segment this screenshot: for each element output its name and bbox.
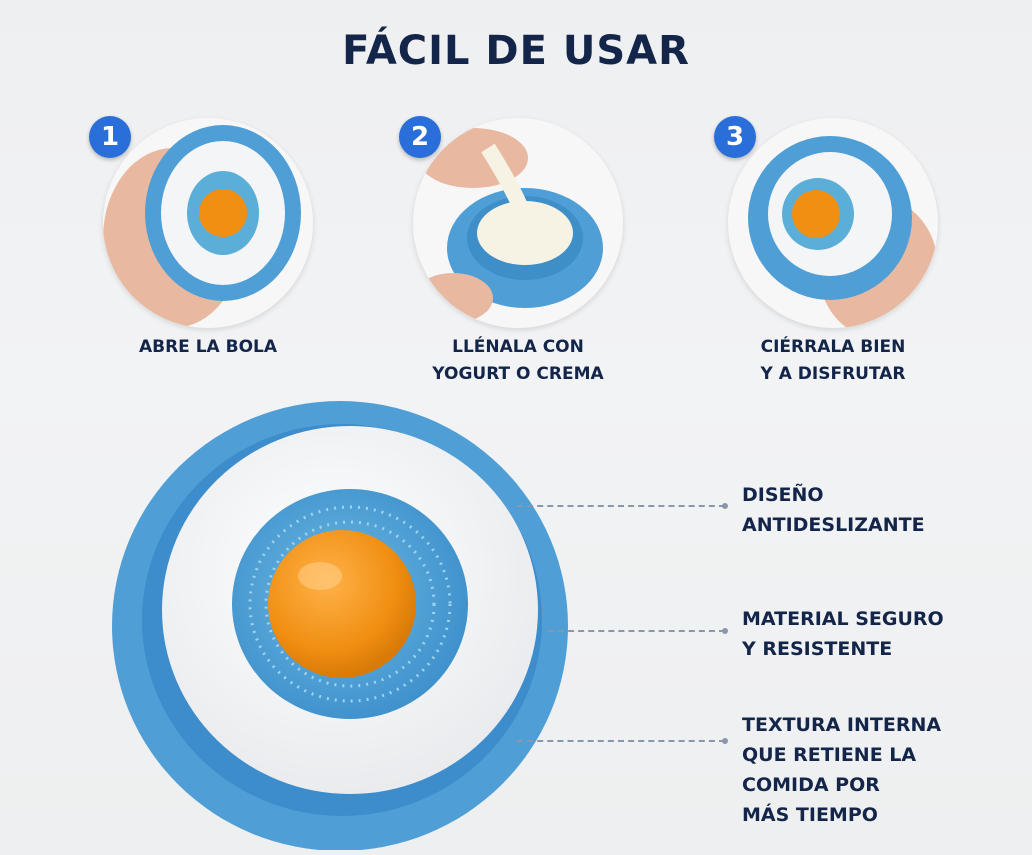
step-label-line: LLÉNALA CON — [452, 337, 584, 357]
step-3-label: CIÉRRALA BIEN Y A DISFRUTAR — [688, 334, 978, 388]
step-3-photo — [728, 118, 938, 328]
feature-anti-slip: DISEÑO ANTIDESLIZANTE — [742, 480, 925, 540]
step-number-badge: 2 — [399, 116, 441, 158]
step-label-line: CIÉRRALA BIEN — [760, 337, 906, 357]
leader-dot — [722, 503, 728, 509]
leader-line — [517, 505, 725, 507]
step-1: 1 ABRE LA BOLA — [89, 110, 333, 410]
leader-line — [517, 740, 725, 742]
feature-line: MÁS TIEMPO — [742, 804, 878, 826]
step-number-badge: 1 — [89, 116, 131, 158]
feature-line: MATERIAL SEGURO — [742, 608, 944, 630]
feature-line: ANTIDESLIZANTE — [742, 514, 925, 536]
step-1-label: ABRE LA BOLA — [63, 334, 353, 361]
cream-image — [477, 201, 573, 265]
feature-line: QUE RETIENE LA — [742, 744, 917, 766]
step-2-photo — [413, 118, 623, 328]
step-label-line: ABRE LA BOLA — [138, 337, 278, 357]
step-label-line: Y A DISFRUTAR — [760, 364, 906, 384]
feature-line: TEXTURA INTERNA — [742, 714, 942, 736]
step-label-line: YOGURT O CREMA — [432, 364, 604, 384]
feature-material: MATERIAL SEGURO Y RESISTENTE — [742, 604, 944, 664]
leader-dot — [722, 738, 728, 744]
step-number-badge: 3 — [714, 116, 756, 158]
step-1-photo — [103, 118, 313, 328]
feature-line: Y RESISTENTE — [742, 638, 893, 660]
feature-line: DISEÑO — [742, 484, 824, 506]
feature-line: COMIDA POR — [742, 774, 880, 796]
lick-ball-product-image — [110, 396, 570, 855]
leader-dot — [722, 628, 728, 634]
leader-line — [548, 630, 725, 632]
step-2-label: LLÉNALA CON YOGURT O CREMA — [373, 334, 663, 388]
step-2: 2 LLÉNALA CON YOGURT O CREMA — [399, 110, 643, 410]
step-3: 3 CIÉRRALA BIEN Y A DISFRUTAR — [714, 110, 958, 410]
feature-texture: TEXTURA INTERNA QUE RETIENE LA COMIDA PO… — [742, 710, 941, 830]
page-title: FÁCIL DE USAR — [342, 28, 690, 74]
